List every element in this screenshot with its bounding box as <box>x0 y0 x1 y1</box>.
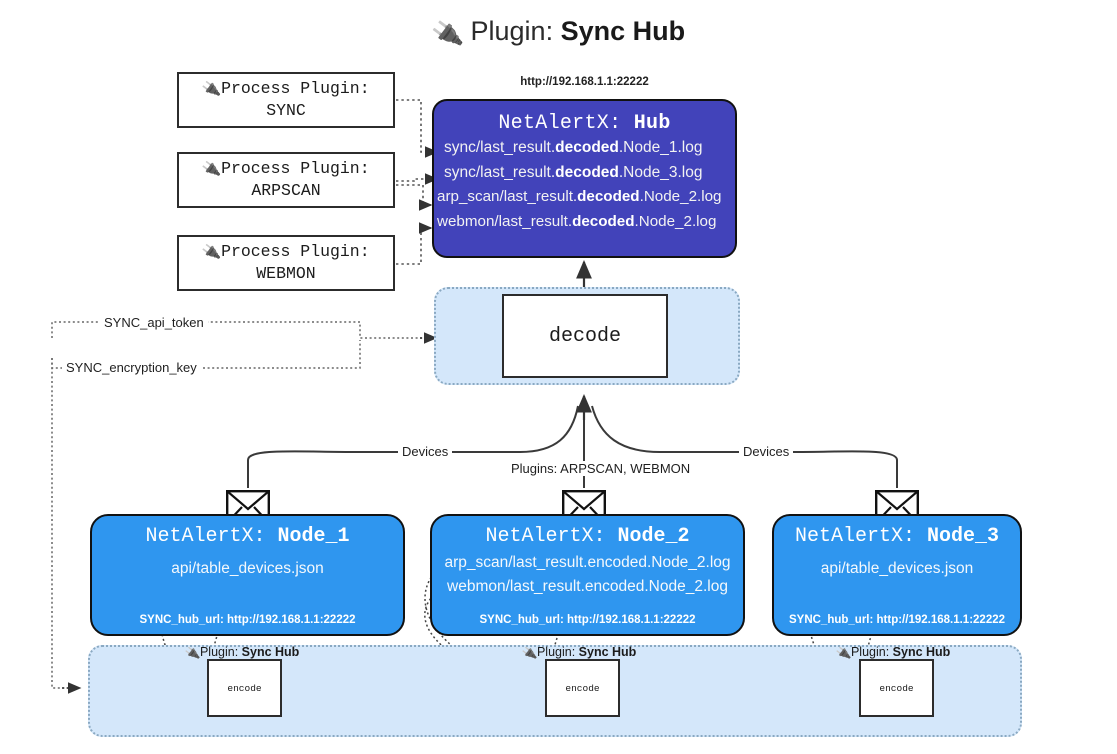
node-box-node-1[interactable]: NetAlertX: Node_1 api/table_devices.json… <box>90 514 405 636</box>
plug-icon: 🔌 <box>835 645 852 661</box>
decode-box[interactable]: decode <box>502 294 668 378</box>
encode-plugin-tag: 🔌Plugin: Sync Hub <box>184 645 300 661</box>
hub-log-line: webmon/last_result.decoded.Node_2.log <box>437 212 717 230</box>
node-line: webmon/last_result.encoded.Node_2.log <box>447 578 728 595</box>
encode-plugin-tag: 🔌Plugin: Sync Hub <box>835 645 951 661</box>
encode-plugin-tag: 🔌Plugin: Sync Hub <box>521 645 637 661</box>
process-plugin-box-sync[interactable]: 🔌Process Plugin: SYNC <box>177 72 395 128</box>
page-title-prefix: Plugin: <box>470 16 554 46</box>
plug-icon: 🔌 <box>521 645 538 661</box>
plug-icon: 🔌 <box>201 159 223 179</box>
hub-title: NetAlertX: Hub <box>498 112 671 135</box>
process-plugin-line1: 🔌Process Plugin: <box>201 158 369 180</box>
page-title: 🔌 Plugin: Sync Hub <box>0 16 1117 51</box>
edge-label-devices-left: Devices <box>398 444 453 459</box>
process-plugin-box-arpscan[interactable]: 🔌Process Plugin: ARPSCAN <box>177 152 395 208</box>
node-line: api/table_devices.json <box>820 560 974 577</box>
encode-box-node-3[interactable]: encode <box>859 659 934 717</box>
process-plugin-line2: ARPSCAN <box>251 181 321 200</box>
node-hub-url: SYNC_hub_url: http://192.168.1.1:22222 <box>479 614 696 626</box>
node-title: NetAlertX: Node_1 <box>145 525 350 548</box>
hub-log-line: sync/last_result.decoded.Node_1.log <box>444 139 703 156</box>
node-line: api/table_devices.json <box>171 560 324 577</box>
process-plugin-line1: 🔌Process Plugin: <box>201 78 369 100</box>
node-box-node-2[interactable]: NetAlertX: Node_2 arp_scan/last_result.e… <box>430 514 745 636</box>
page-title-name: Sync Hub <box>560 16 686 46</box>
node-hub-url: SYNC_hub_url: http://192.168.1.1:22222 <box>788 614 1006 626</box>
process-plugin-line1: 🔌Process Plugin: <box>201 241 369 263</box>
process-plugin-box-webmon[interactable]: 🔌Process Plugin: WEBMON <box>177 235 395 291</box>
node-title: NetAlertX: Node_2 <box>485 525 690 548</box>
edge-label-plugins: Plugins: ARPSCAN, WEBMON <box>507 461 695 476</box>
plug-icon: 🔌 <box>184 645 201 661</box>
process-plugin-line2: WEBMON <box>256 264 316 283</box>
process-plugin-line2: SYNC <box>266 101 306 120</box>
encode-box-node-2[interactable]: encode <box>545 659 620 717</box>
secret-label-api-token: SYNC_api_token <box>100 315 208 330</box>
hub-node[interactable]: NetAlertX: Hub sync/last_result.decoded.… <box>432 99 737 258</box>
node-line: arp_scan/last_result.encoded.Node_2.log <box>444 554 731 571</box>
edge-label-devices-right: Devices <box>739 444 794 459</box>
node-hub-url: SYNC_hub_url: http://192.168.1.1:22222 <box>139 614 356 626</box>
plug-icon: 🔌 <box>201 242 223 262</box>
plug-icon: 🔌 <box>201 79 223 99</box>
secret-label-encryption-key: SYNC_encryption_key <box>62 360 201 375</box>
hub-url-label: http://192.168.1.1:22222 <box>520 76 649 88</box>
node-title: NetAlertX: Node_3 <box>794 525 1000 548</box>
plug-icon: 🔌 <box>429 17 465 51</box>
hub-log-line: sync/last_result.decoded.Node_3.log <box>444 164 703 182</box>
encode-box-node-1[interactable]: encode <box>207 659 282 717</box>
hub-log-line: arp_scan/last_result.decoded.Node_2.log <box>437 188 722 206</box>
node-box-node-3[interactable]: NetAlertX: Node_3 api/table_devices.json… <box>772 514 1022 636</box>
